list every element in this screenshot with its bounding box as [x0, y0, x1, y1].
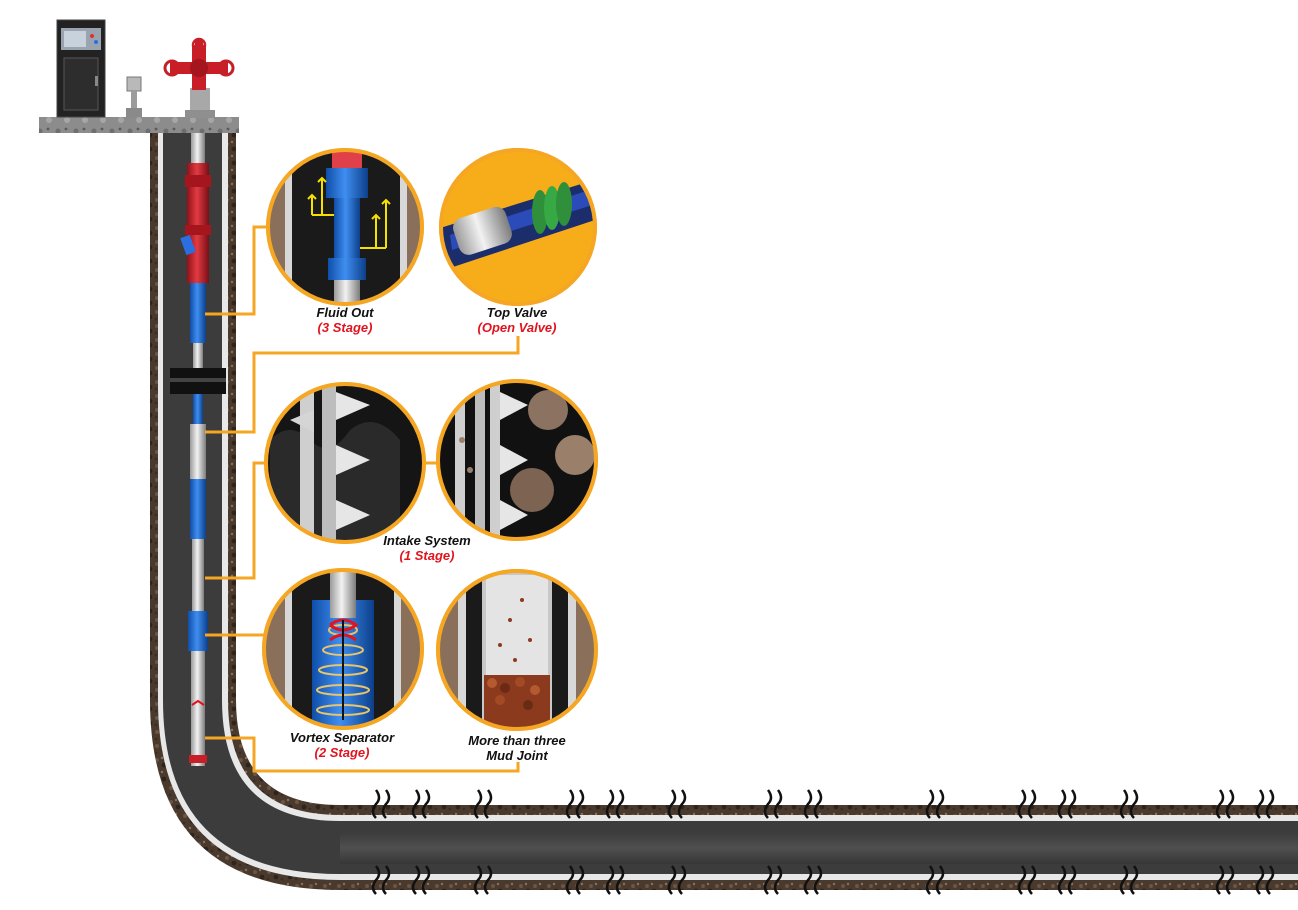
label-intake-system: Intake System (1 Stage): [367, 533, 487, 563]
vertical-wellbore: [150, 133, 1298, 890]
sensor-unit: [126, 76, 142, 117]
label-mud-joint: More than three Mud Joint: [447, 733, 587, 763]
wellhead-christmas-tree: [163, 37, 235, 118]
callout-fluid-out-circle: [266, 148, 424, 306]
label-vortex-separator-stage: (2 Stage): [314, 745, 370, 760]
label-top-valve-stage: (Open Valve): [477, 320, 557, 335]
label-vortex-separator-title: Vortex Separator: [289, 730, 395, 745]
tool-string: [170, 133, 226, 766]
label-top-valve: Top Valve (Open Valve): [457, 305, 577, 335]
label-top-valve-title: Top Valve: [486, 305, 548, 320]
fracture-marks: [371, 789, 1275, 895]
label-intake-system-stage: (1 Stage): [399, 548, 455, 563]
label-vortex-separator: Vortex Separator (2 Stage): [272, 730, 412, 760]
label-fluid-out-stage: (3 Stage): [317, 320, 373, 335]
leader-lines: [205, 225, 520, 773]
label-mud-joint-title2: Mud Joint: [486, 748, 548, 763]
label-fluid-out: Fluid Out (3 Stage): [285, 305, 405, 335]
horizontal-lateral: [340, 832, 1298, 864]
callout-mud-joint-circle: [436, 569, 598, 731]
surface-ground: [39, 117, 239, 133]
callout-top-valve-circle: [439, 148, 597, 306]
control-cabinet: [56, 19, 106, 118]
label-fluid-out-title: Fluid Out: [316, 305, 374, 320]
callout-vortex-separator-circle: [262, 568, 424, 730]
label-mud-joint-title: More than three: [468, 733, 566, 748]
callout-intake-left-circle: [264, 382, 426, 544]
label-intake-system-title: Intake System: [383, 533, 471, 548]
callout-intake-right-circle: [436, 379, 598, 541]
